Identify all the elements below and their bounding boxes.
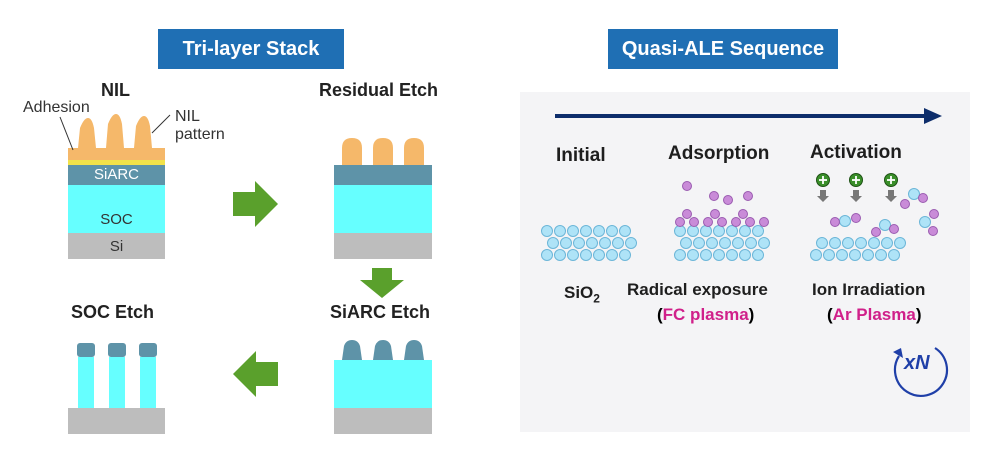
initial-material-label: SiO2	[564, 283, 600, 306]
ar-ions	[816, 173, 898, 202]
adsorption-sub-label: Radical exposure	[627, 280, 768, 299]
nil-stage-label: NIL	[101, 80, 130, 100]
residual-etch-stack	[334, 138, 432, 259]
nil-resist-pattern	[68, 114, 165, 160]
adhesion-pointer	[59, 116, 74, 151]
si-label: Si	[109, 238, 124, 255]
fc-radicals	[675, 181, 769, 227]
repeat-count-label: xN	[904, 352, 930, 374]
nil-stack	[59, 114, 171, 259]
ale-step-initial: Initial	[556, 145, 606, 166]
arrow-left-icon	[233, 351, 278, 397]
adsorption-atoms	[674, 225, 770, 261]
ale-step-adsorption: Adsorption	[668, 143, 770, 164]
nil-adhesion-layer	[68, 160, 165, 165]
nil-si-layer	[68, 233, 165, 259]
initial-atoms	[541, 225, 637, 261]
timeline-arrow-head	[924, 108, 942, 124]
soc-etch-stage-label: SOC Etch	[71, 302, 155, 322]
arrow-down-icon	[360, 268, 404, 298]
siarc-etch-stack	[334, 340, 432, 434]
nil-pattern-label-line1: NIL	[175, 108, 200, 125]
desorbed-radicals	[830, 193, 939, 237]
siarc-etch-stage-label: SiARC Etch	[330, 302, 431, 322]
nil-siarc-layer	[68, 165, 165, 185]
ale-step-activation: Activation	[810, 142, 902, 163]
adhesion-label: Adhesion	[23, 99, 90, 116]
arrow-right-icon	[233, 181, 278, 227]
activation-sub-label: Ion Irradiation	[812, 280, 926, 299]
repeat-loop-icon	[893, 347, 949, 397]
tri-layer-stack-title: Tri-layer Stack	[158, 29, 344, 69]
nil-pattern-pointer	[151, 114, 171, 134]
nil-soc-layer	[68, 185, 165, 233]
fc-plasma-label: (FC plasma)	[657, 305, 755, 324]
nil-pattern-label-line2: pattern	[175, 126, 225, 143]
soc-label: SOC	[100, 211, 133, 228]
quasi-ale-sequence-title: Quasi-ALE Sequence	[608, 29, 838, 69]
siarc-label: SiARC	[93, 166, 139, 183]
activation-atoms	[810, 188, 931, 261]
ar-plasma-label: (Ar Plasma)	[827, 305, 922, 324]
residual-etch-stage-label: Residual Etch	[319, 80, 439, 100]
soc-etch-stack	[68, 343, 165, 434]
